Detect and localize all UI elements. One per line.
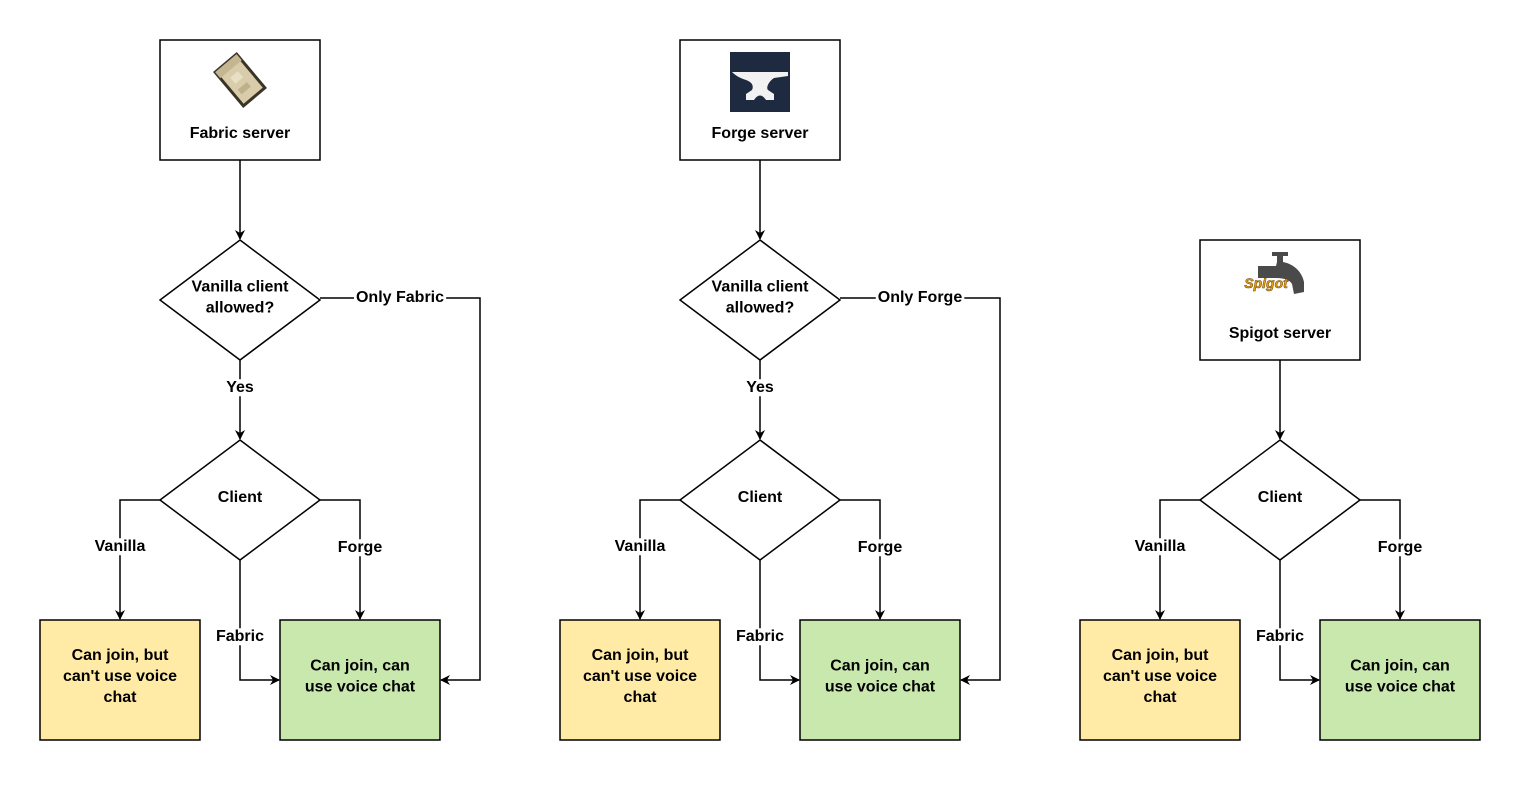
client-label: Client <box>218 489 263 506</box>
branch-label-no: Only Fabric <box>356 289 444 306</box>
outcome-partial-box <box>559 619 721 741</box>
server-label: Forge server <box>712 125 809 142</box>
branch-label-fabric-bg <box>1253 628 1307 646</box>
arrow-vanilla <box>115 499 160 620</box>
branch-label-vanilla: Vanilla <box>95 538 146 555</box>
branch-label-no-bg <box>875 289 965 307</box>
outcome-partial-box <box>39 619 201 741</box>
server-label: Fabric server <box>190 125 291 142</box>
spigot-logo-text: Spigot <box>1244 275 1289 291</box>
branch-label-vanilla: Vanilla <box>1135 538 1186 555</box>
arrow-fabric <box>759 560 800 685</box>
outcome-partial-text-line: can't use voice <box>1103 668 1217 685</box>
question-text-line: Vanilla client <box>712 279 810 296</box>
branch-label-yes: Yes <box>746 379 774 396</box>
branch-label-vanilla: Vanilla <box>615 538 666 555</box>
branch-label-fabric: Fabric <box>736 628 784 645</box>
spigot-faucet-icon: Spigot <box>1244 252 1304 294</box>
branch-label-forge: Forge <box>338 539 383 556</box>
outcome-full-box <box>279 619 441 741</box>
branch-label-vanilla-bg <box>1132 538 1188 556</box>
branch-label-forge: Forge <box>1378 539 1423 556</box>
outcome-partial-text-line: chat <box>1144 689 1178 706</box>
branch-label-fabric-bg <box>733 628 787 646</box>
question-text-line: allowed? <box>726 300 794 317</box>
outcome-partial-text-line: chat <box>104 689 138 706</box>
branch-label-fabric: Fabric <box>1256 628 1304 645</box>
client-label: Client <box>1258 489 1303 506</box>
branch-label-yes-bg <box>744 379 776 397</box>
outcome-full-text-line: Can join, can <box>310 658 410 675</box>
branch-label-fabric: Fabric <box>216 628 264 645</box>
arrow-fabric <box>239 560 280 685</box>
outcome-partial-text-line: Can join, but <box>1112 647 1210 664</box>
outcome-full-text-line: use voice chat <box>305 679 416 696</box>
forge-anvil-icon <box>730 52 790 112</box>
question-text-line: Vanilla client <box>192 279 290 296</box>
arrow-fabric <box>1279 560 1320 685</box>
outcome-full-text-line: use voice chat <box>825 679 936 696</box>
branch-label-no: Only Forge <box>878 289 963 306</box>
fabric-scroll-icon <box>213 52 267 108</box>
outcome-full-text-line: use voice chat <box>1345 679 1456 696</box>
branch-label-vanilla-bg <box>92 538 148 556</box>
branch-label-forge-bg <box>1375 539 1425 557</box>
outcome-full-text-line: Can join, can <box>830 658 930 675</box>
branch-label-vanilla-bg <box>612 538 668 556</box>
outcome-partial-text-line: chat <box>624 689 658 706</box>
branch-label-yes-bg <box>224 379 256 397</box>
branch-label-yes: Yes <box>226 379 254 396</box>
outcome-partial-text-line: can't use voice <box>63 668 177 685</box>
question-text-line: allowed? <box>206 300 274 317</box>
arrow-forge <box>320 499 365 620</box>
branch-label-forge: Forge <box>858 539 903 556</box>
branch-label-forge-bg <box>855 539 905 557</box>
arrow-vanilla <box>1155 499 1200 620</box>
outcome-full-box <box>1319 619 1481 741</box>
outcome-partial-text-line: Can join, but <box>592 647 690 664</box>
outcome-partial-box <box>1079 619 1241 741</box>
branch-label-no-bg <box>353 289 447 307</box>
arrow-forge <box>840 499 885 620</box>
outcome-full-box <box>799 619 961 741</box>
outcome-partial-text-line: can't use voice <box>583 668 697 685</box>
arrow-vanilla <box>635 499 680 620</box>
outcome-full-text-line: Can join, can <box>1350 658 1450 675</box>
arrow-forge <box>1360 499 1405 620</box>
branch-label-fabric-bg <box>213 628 267 646</box>
branch-label-forge-bg <box>335 539 385 557</box>
outcome-partial-text-line: Can join, but <box>72 647 170 664</box>
server-label: Spigot server <box>1229 325 1331 342</box>
client-label: Client <box>738 489 783 506</box>
